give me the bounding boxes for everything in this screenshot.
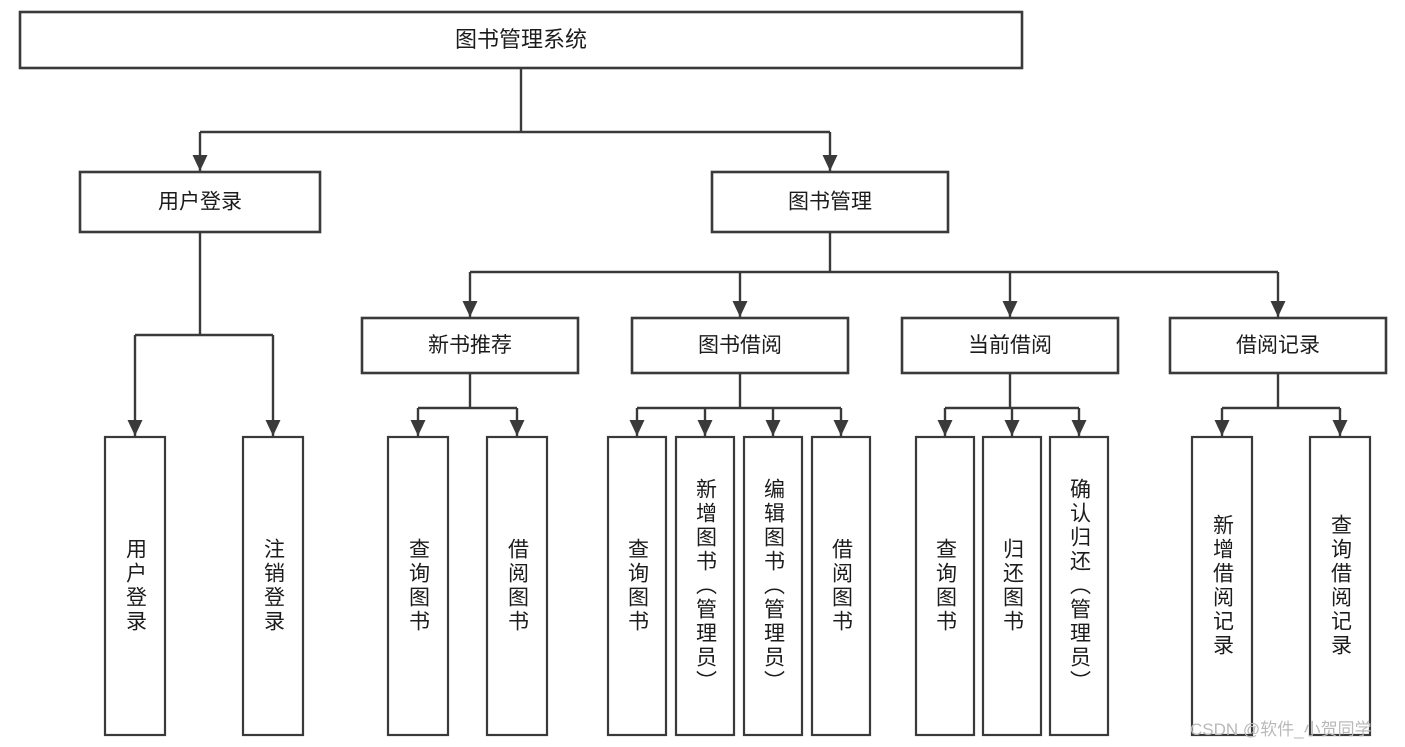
node-label-user-login: 用户登录 xyxy=(158,191,242,214)
csdn-watermark: CSDN @软件_小贺同学 xyxy=(1190,720,1372,739)
arrow-head-icon xyxy=(697,420,713,436)
arrow-head-icon xyxy=(410,420,426,436)
arrow-head-icon xyxy=(1004,420,1020,436)
arrow-head-icon xyxy=(1332,420,1348,436)
arrow-head-icon xyxy=(1071,420,1087,436)
node-box-leaf-return-book[interactable] xyxy=(981,435,1043,737)
node-box-root[interactable] xyxy=(18,10,1024,70)
node-box-leaf-user-logout[interactable] xyxy=(241,435,305,737)
node-box-book-borrow[interactable] xyxy=(630,316,850,375)
node-box-leaf-query-book-cur[interactable] xyxy=(914,435,976,737)
node-box-current-borrow[interactable] xyxy=(900,316,1120,375)
arrow-head-icon xyxy=(1270,301,1286,317)
connectors-layer xyxy=(127,68,1348,436)
arrow-head-icon xyxy=(509,420,525,436)
arrow-head-icon xyxy=(192,155,208,171)
node-box-leaf-borrow-book-rec[interactable] xyxy=(485,435,549,737)
node-box-leaf-add-book-admin[interactable] xyxy=(674,435,736,737)
arrow-head-icon xyxy=(629,420,645,436)
arrow-head-icon xyxy=(833,420,849,436)
arrow-head-icon xyxy=(127,420,143,436)
node-box-leaf-query-borrow-record[interactable] xyxy=(1308,435,1372,737)
node-box-new-book-rec[interactable] xyxy=(360,316,580,375)
node-box-book-manage[interactable] xyxy=(710,170,950,234)
node-label-current-borrow: 当前借阅 xyxy=(968,334,1052,357)
node-box-leaf-user-login[interactable] xyxy=(103,435,167,737)
node-box-user-login[interactable] xyxy=(78,170,322,234)
arrow-head-icon xyxy=(937,420,953,436)
node-label-root: 图书管理系统 xyxy=(455,27,587,52)
node-box-leaf-confirm-return-admin[interactable] xyxy=(1048,435,1110,737)
node-label-book-manage: 图书管理 xyxy=(788,191,872,214)
arrow-head-icon xyxy=(765,420,781,436)
arrow-head-icon xyxy=(1214,420,1230,436)
node-label-new-book-rec: 新书推荐 xyxy=(428,334,512,357)
arrow-head-icon xyxy=(732,301,748,317)
arrow-head-icon xyxy=(1002,301,1018,317)
node-box-leaf-edit-book-admin[interactable] xyxy=(742,435,804,737)
node-box-leaf-query-book-rec[interactable] xyxy=(386,435,450,737)
node-box-borrow-record[interactable] xyxy=(1168,316,1388,375)
node-box-leaf-add-borrow-record[interactable] xyxy=(1190,435,1254,737)
arrow-head-icon xyxy=(462,301,478,317)
arrow-head-icon xyxy=(265,420,281,436)
node-label-book-borrow: 图书借阅 xyxy=(698,334,782,357)
node-box-leaf-query-book-borrow[interactable] xyxy=(606,435,668,737)
node-box-leaf-borrow-book[interactable] xyxy=(810,435,872,737)
node-label-borrow-record: 借阅记录 xyxy=(1236,334,1320,357)
arrow-head-icon xyxy=(822,155,838,171)
boxes-layer xyxy=(18,10,1388,737)
